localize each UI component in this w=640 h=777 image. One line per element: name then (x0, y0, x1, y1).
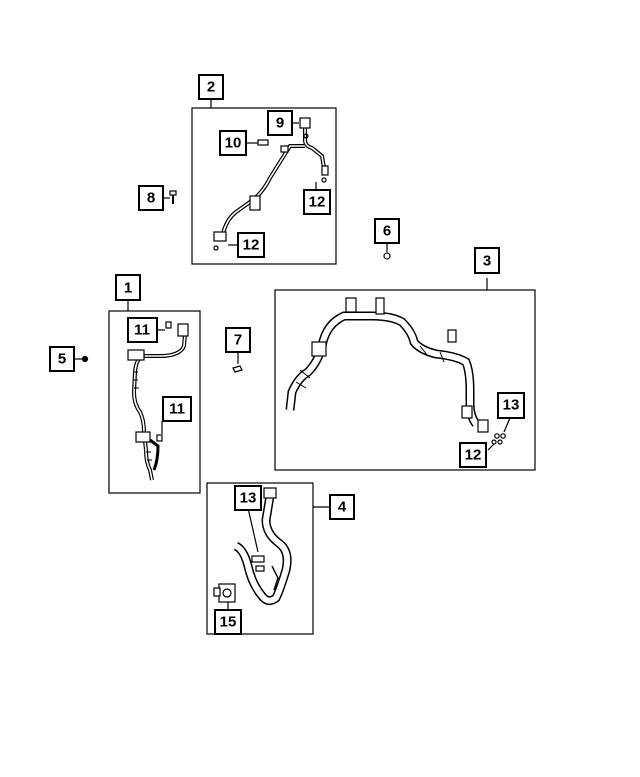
callout-13a-box (497, 392, 525, 419)
callout-10-box (219, 130, 247, 156)
callout-8-label: 8 (147, 190, 155, 207)
callout-2-label: 2 (207, 79, 215, 96)
callout-10-label: 10 (225, 135, 242, 152)
bolt-8-icon (169, 190, 177, 204)
valve-15-icon (213, 583, 236, 603)
clip-7-icon (232, 365, 243, 373)
assembly-4-frame (206, 482, 314, 635)
o-rings-12c-icon (491, 439, 503, 445)
callout-6-label: 6 (383, 223, 391, 240)
hose-2-icon (213, 117, 329, 251)
callout-7-box (225, 327, 251, 353)
assembly-3-frame (274, 289, 536, 471)
callout-12c-box (459, 442, 487, 468)
callout-15-box (214, 609, 242, 635)
hose-1-icon (127, 321, 189, 481)
callout-5-label: 5 (58, 351, 66, 368)
nut-6-icon (383, 252, 391, 260)
callout-4-box (329, 494, 355, 520)
callout-12b-label: 12 (243, 237, 260, 254)
callout-4-label: 4 (338, 499, 347, 516)
assembly-1-frame (108, 310, 201, 494)
callout-2-box (198, 74, 224, 100)
callout-1-label: 1 (124, 280, 132, 297)
callout-12a-label: 12 (309, 194, 326, 211)
callout-15-label: 15 (220, 614, 237, 631)
callout-12a-box (303, 189, 331, 215)
callout-3-label: 3 (483, 253, 491, 270)
o-rings-13-icon (494, 433, 506, 439)
callout-11b-label: 11 (169, 401, 185, 418)
hose-3-icon (285, 297, 489, 433)
callout-8-box (138, 185, 164, 211)
callout-3-box (474, 247, 500, 274)
callout-13b-label: 13 (240, 490, 257, 507)
callout-13a-label: 13 (503, 397, 520, 414)
grommet-5-icon (81, 355, 89, 363)
assembly-2-frame (191, 107, 337, 265)
callout-9-label: 9 (276, 115, 284, 132)
callout-11a-label: 11 (134, 322, 150, 339)
hose-4-icon (233, 487, 292, 606)
callout-5-box (49, 346, 75, 372)
callout-12c-label: 12 (465, 447, 482, 464)
callout-12b-box (237, 232, 265, 258)
callout-11b-box (162, 396, 192, 422)
callout-7-label: 7 (234, 332, 242, 349)
callout-11a-box (127, 317, 158, 343)
callout-9-box (267, 110, 293, 136)
leader-13a (503, 417, 511, 433)
callout-13b-box (234, 485, 262, 511)
leader-12c (487, 443, 495, 451)
callout-1-box (115, 274, 141, 301)
callout-6-box (374, 218, 400, 244)
leader-13b (247, 507, 259, 553)
